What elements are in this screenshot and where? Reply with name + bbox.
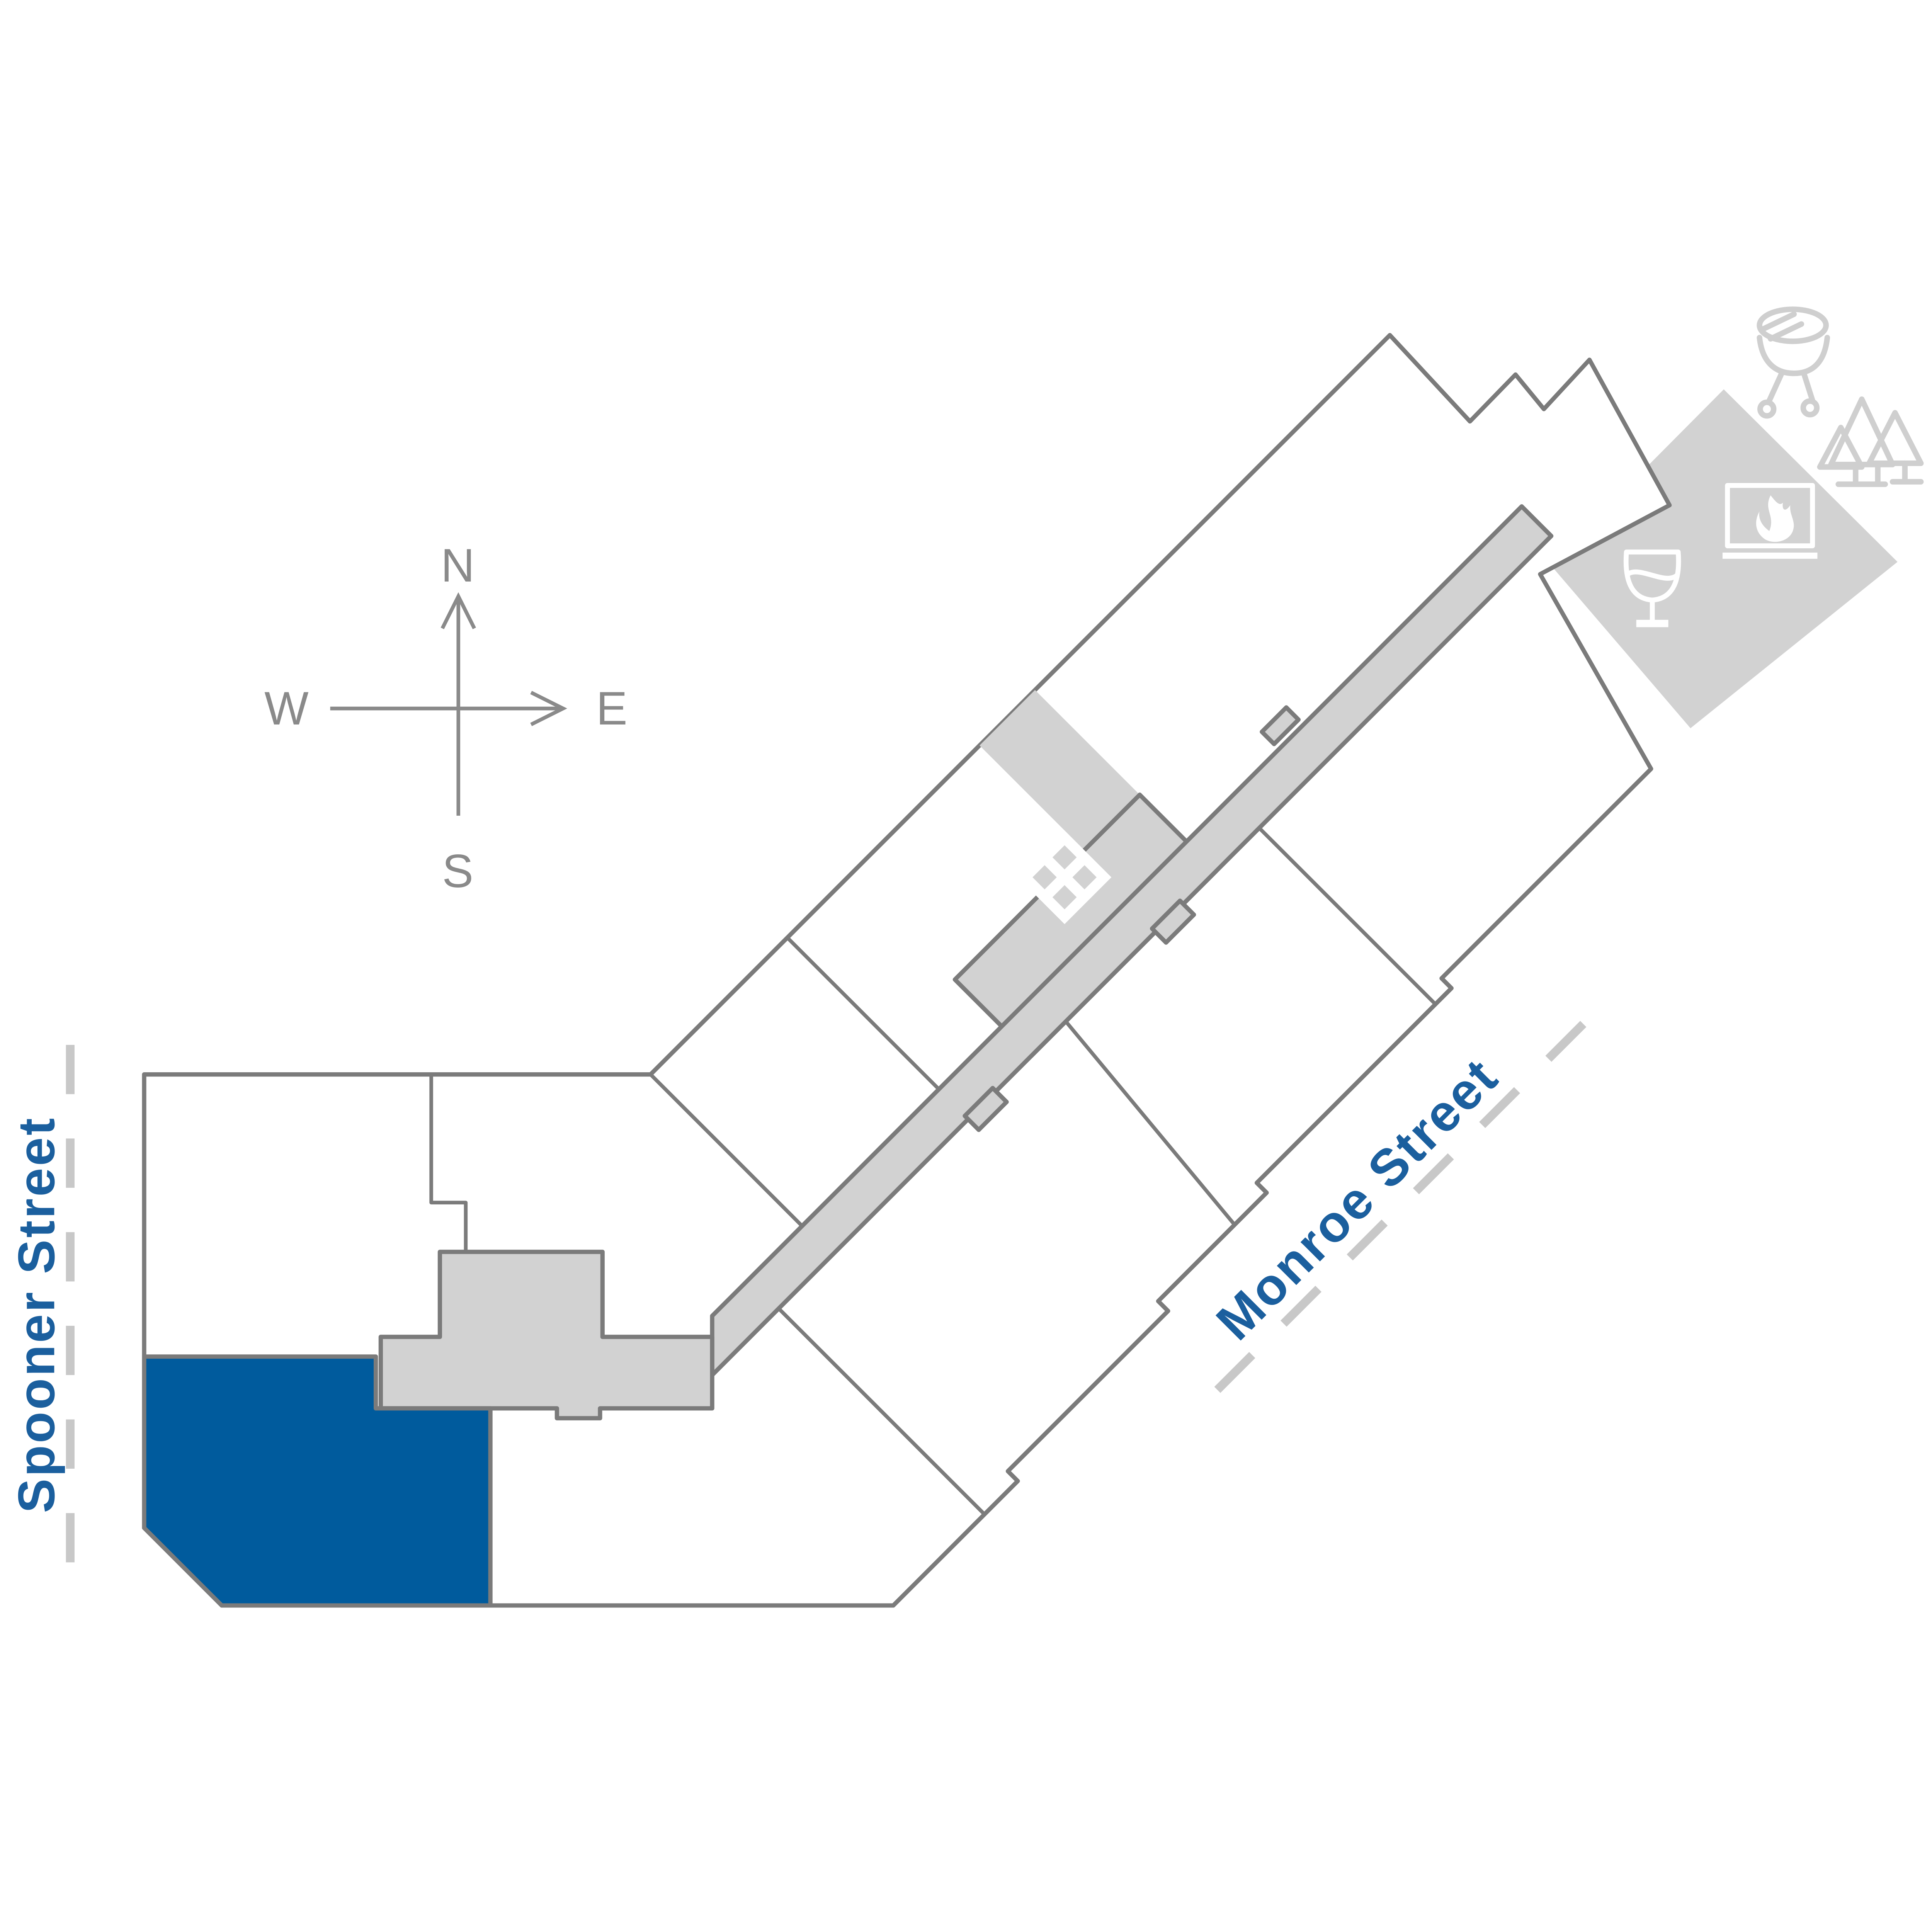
compass-south-label: S (442, 845, 474, 897)
flame (1756, 495, 1794, 542)
compass-north-arrowhead (440, 592, 476, 629)
corridor-door (963, 1086, 1009, 1132)
spooner-street-label: Spooner Street (8, 1116, 65, 1513)
unit-divider (777, 1307, 986, 1516)
compass-east-arrowhead (530, 690, 567, 726)
corridor-door (1260, 705, 1301, 747)
unit-divider (786, 936, 940, 1091)
compass-rose: N S W E (264, 539, 629, 897)
compass-north-label: N (441, 539, 476, 592)
wine-glass-icon (1623, 549, 1681, 628)
unit-divider (1258, 827, 1437, 1006)
entry-lobby (378, 1250, 714, 1420)
unit-divider (649, 1073, 804, 1228)
fireplace-icon (1722, 483, 1818, 559)
unit-divider (429, 1074, 468, 1255)
corridor-door (1150, 898, 1196, 945)
unit-divider (1064, 1020, 1236, 1226)
corridor-wedge (980, 690, 1140, 850)
bbq-grill-icon (1757, 306, 1830, 419)
street-spooner: Spooner Street (8, 1045, 75, 1590)
highlighted-unit[interactable] (142, 1354, 493, 1608)
compass-west-label: W (264, 682, 310, 735)
compass-east-label: E (596, 682, 629, 735)
trees-icon (1817, 396, 1924, 487)
